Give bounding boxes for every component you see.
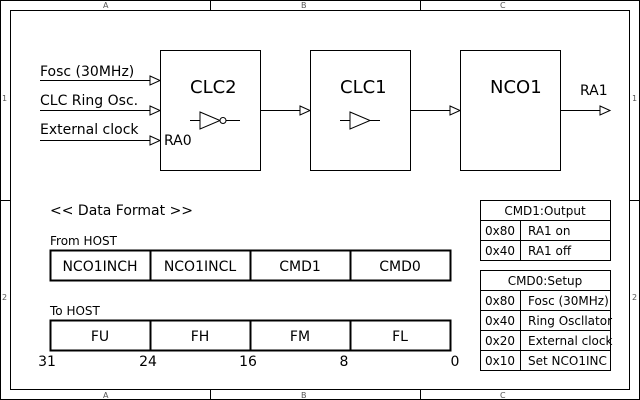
clc2-block: CLC2 RA0 — [160, 50, 261, 171]
to-host-field-fu: FU — [91, 329, 109, 345]
bit-label-8: 8 — [340, 354, 349, 370]
to-host-register: FU FH FM FL — [49, 319, 452, 352]
from-host-field-cmd1: CMD1 — [279, 259, 321, 275]
row-label-1-left: 1 — [2, 94, 7, 103]
input-fosc-label: Fosc (30MHz) — [40, 64, 134, 80]
from-host-register: NCO1INCH NCO1INCL CMD1 CMD0 — [49, 249, 452, 282]
col-label-c-top: C — [500, 1, 506, 10]
buffer-icon — [340, 111, 380, 130]
from-host-field-nco1inch: NCO1INCH — [62, 259, 137, 275]
cmd0-code: 0x20 — [485, 334, 515, 348]
clc2-pin-label: RA0 — [164, 133, 192, 149]
cmd1-title: CMD1:Output — [504, 204, 586, 218]
cmd0-code: 0x10 — [485, 354, 515, 368]
cmd1-table: CMD1:Output 0x80 RA1 on 0x40 RA1 off — [480, 200, 611, 261]
cmd0-desc: Fosc (30MHz) — [528, 294, 609, 308]
col-label-c-bottom: C — [500, 391, 506, 400]
bit-positions: 31 24 16 8 0 — [38, 354, 459, 370]
bit-label-16: 16 — [239, 354, 257, 370]
bit-label-31: 31 — [38, 354, 56, 370]
row-label-1-right: 1 — [632, 94, 637, 103]
col-label-a-bottom: A — [103, 391, 109, 400]
col-label-b-bottom: B — [301, 391, 307, 400]
cmd0-title: CMD0:Setup — [508, 274, 583, 288]
cmd1-desc: RA1 on — [528, 224, 570, 238]
cmd1-desc: RA1 off — [528, 244, 572, 258]
cmd0-code: 0x80 — [485, 294, 515, 308]
to-host-field-fm: FM — [290, 329, 310, 345]
cmd0-desc: Ring Oscllator — [528, 314, 612, 328]
data-format-title: << Data Format >> — [50, 203, 193, 219]
cmd0-table: CMD0:Setup 0x80 Fosc (30MHz) 0x40 Ring O… — [480, 270, 612, 371]
output-arrow-icon — [599, 105, 612, 116]
from-host-field-cmd0: CMD0 — [379, 259, 421, 275]
input-arrow-icon — [149, 135, 162, 146]
bit-label-24: 24 — [139, 354, 157, 370]
row-label-2-left: 2 — [2, 293, 7, 302]
input-clc-ring: CLC Ring Osc. — [40, 93, 162, 116]
from-host-label: From HOST — [50, 234, 118, 248]
arrow-icon — [299, 105, 312, 116]
cmd0-desc: External clock — [528, 334, 612, 348]
cmd0-desc: Set NCO1INC — [528, 354, 607, 368]
inverter-icon — [190, 111, 240, 130]
clc2-title: CLC2 — [190, 77, 237, 98]
cmd1-code: 0x80 — [485, 224, 515, 238]
input-ring-label: CLC Ring Osc. — [40, 93, 138, 109]
input-arrow-icon — [149, 75, 162, 86]
input-external-clock: External clock — [40, 122, 162, 146]
output-label: RA1 — [580, 83, 608, 99]
arrow-icon — [449, 105, 462, 116]
cmd0-code: 0x40 — [485, 314, 515, 328]
input-fosc: Fosc (30MHz) — [40, 64, 162, 86]
clc1-block: CLC1 — [310, 50, 411, 171]
wire-clc2-clc1 — [260, 105, 312, 116]
wire-clc1-nco1 — [410, 105, 462, 116]
nco1-title: NCO1 — [490, 77, 542, 98]
nco1-block: NCO1 — [460, 50, 561, 171]
row-label-2-right: 2 — [632, 293, 637, 302]
to-host-field-fl: FL — [392, 329, 408, 345]
input-ext-label: External clock — [40, 122, 139, 138]
to-host-field-fh: FH — [191, 329, 210, 345]
bit-label-0: 0 — [451, 354, 460, 370]
inner-border — [10, 10, 630, 390]
to-host-label: To HOST — [49, 304, 101, 318]
clc1-title: CLC1 — [340, 77, 387, 98]
output-ra1: RA1 — [560, 83, 612, 116]
col-label-a-top: A — [103, 1, 109, 10]
from-host-field-nco1incl: NCO1INCL — [164, 259, 237, 275]
col-label-b-top: B — [301, 1, 307, 10]
cmd1-code: 0x40 — [485, 244, 515, 258]
input-arrow-icon — [149, 105, 162, 116]
